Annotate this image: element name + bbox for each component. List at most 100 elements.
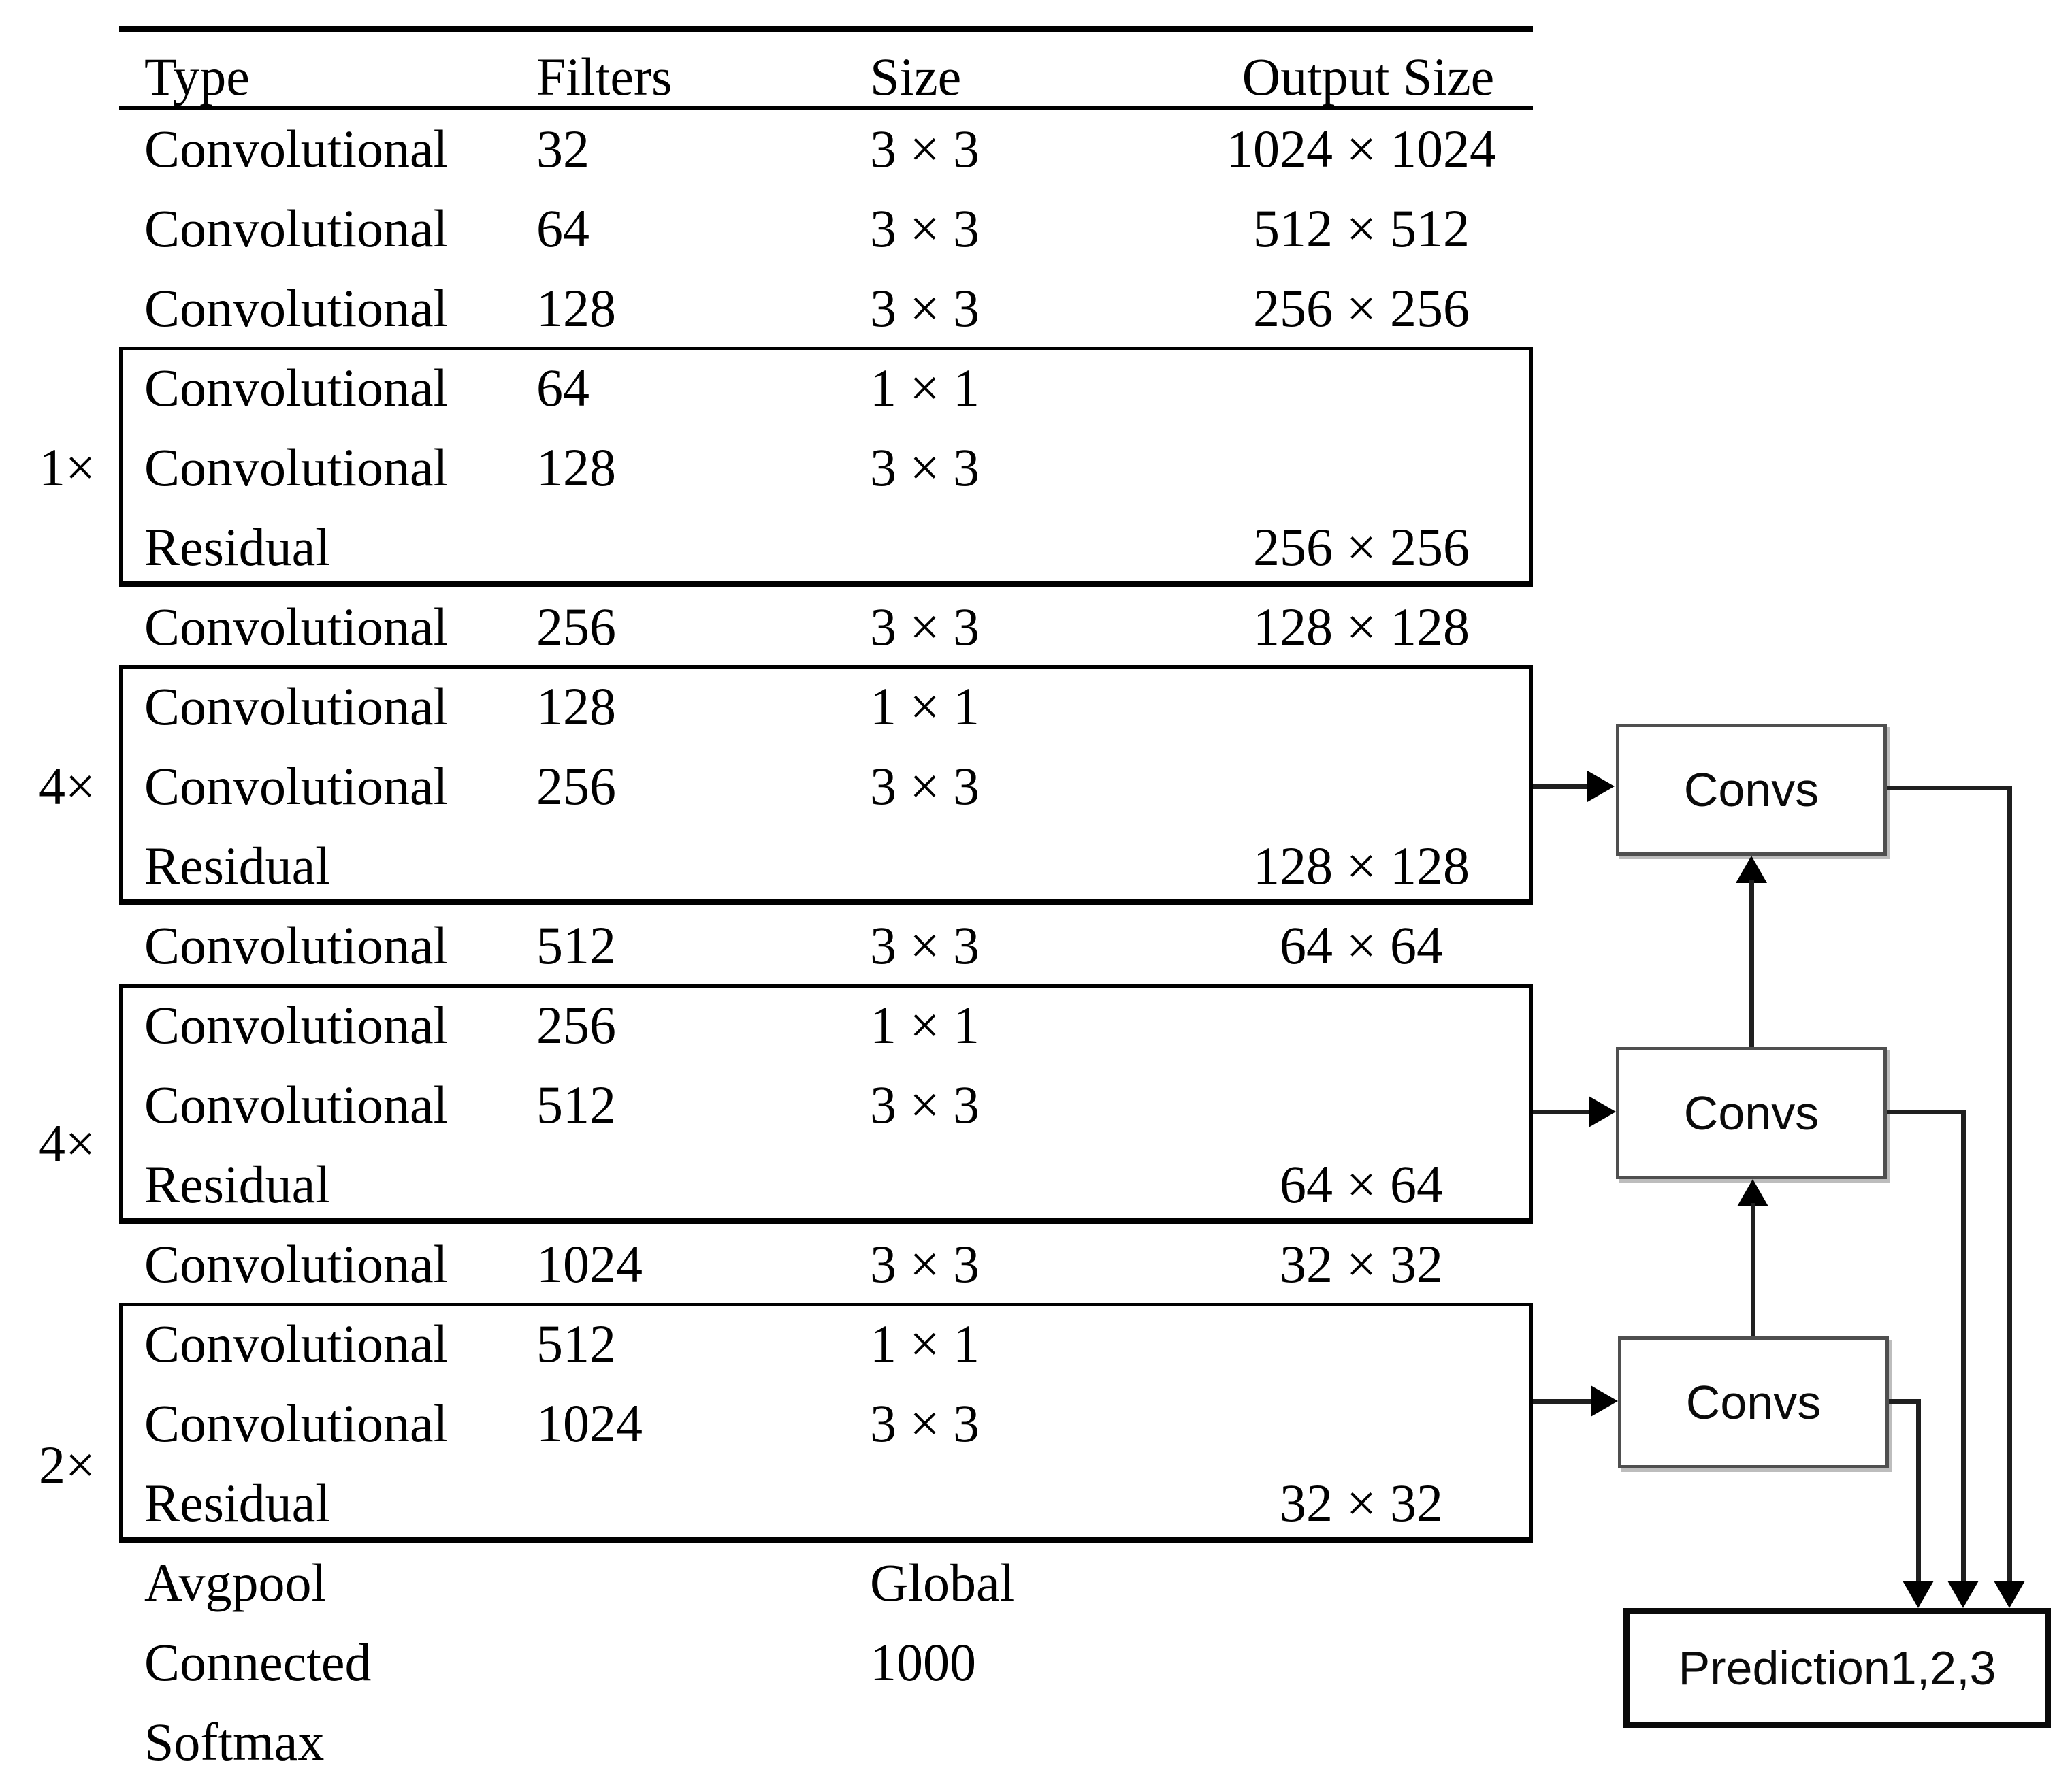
- cell-type: Residual: [144, 1155, 330, 1214]
- cell-type: Convolutional: [144, 916, 449, 975]
- cell-size: Global: [870, 1553, 1015, 1612]
- cell-type: Residual: [144, 836, 330, 895]
- cell-filters: 256: [536, 995, 616, 1055]
- arrowhead-up-icon: [1736, 856, 1767, 883]
- column-header-size: Size: [870, 47, 962, 106]
- cell-type: Connected: [144, 1633, 372, 1692]
- connector-convs2-out-v: [1961, 1110, 1966, 1581]
- table-row: Residual 32 × 32: [0, 1463, 1538, 1543]
- cell-type: Convolutional: [144, 1314, 449, 1373]
- convs-box-1: Convs: [1616, 724, 1887, 856]
- table-row: Convolutional 512 1 × 1: [0, 1304, 1538, 1383]
- table-row: Convolutional 1024 3 × 3: [0, 1383, 1538, 1463]
- cell-output-times: ×: [1346, 916, 1376, 975]
- cell-filters: 128: [536, 438, 616, 497]
- cell-size: 3 × 3: [870, 1394, 980, 1453]
- cell-output-times: ×: [1346, 517, 1376, 577]
- cell-size: 1 × 1: [870, 677, 980, 736]
- cell-type: Convolutional: [144, 119, 449, 178]
- table-row: Convolutional 256 3 × 3 128 × 128: [0, 587, 1538, 666]
- repeat-label-2x: 2×: [39, 1435, 95, 1494]
- cell-output-right: 64: [1390, 1155, 1443, 1214]
- cell-filters: 1024: [536, 1394, 643, 1453]
- arrowhead-right-icon: [1587, 771, 1615, 802]
- cell-output-left: 32: [1280, 1234, 1333, 1294]
- cell-filters: 512: [536, 1075, 616, 1134]
- cell-output-left: 256: [1253, 517, 1333, 577]
- cell-output-left: 64: [1280, 1155, 1333, 1214]
- connector-convs3-out-v: [1916, 1399, 1921, 1581]
- table-top-rule: [119, 26, 1533, 32]
- cell-size: 3 × 3: [870, 597, 980, 656]
- column-header-output: Output Size: [1242, 47, 1495, 106]
- table-row: Convolutional 64 1 × 1: [0, 348, 1538, 428]
- cell-type: Convolutional: [144, 1234, 449, 1294]
- connector-convs3-out-h: [1889, 1399, 1918, 1404]
- section-box-2x: [119, 1303, 1533, 1543]
- arrowhead-up-icon: [1737, 1179, 1768, 1206]
- cell-type: Residual: [144, 1473, 330, 1532]
- cell-size: 1 × 1: [870, 995, 980, 1055]
- cell-output-left: 64: [1280, 916, 1333, 975]
- cell-size: 3 × 3: [870, 278, 980, 338]
- table-row: Avgpool Global: [0, 1543, 1538, 1622]
- convs-box-1-label: Convs: [1683, 763, 1819, 816]
- section-box-4x-b: [119, 984, 1533, 1224]
- arrowhead-right-icon: [1591, 1385, 1618, 1417]
- cell-size: 1000: [870, 1633, 976, 1692]
- cell-size: 3 × 3: [870, 438, 980, 497]
- cell-output-right: 32: [1390, 1473, 1443, 1532]
- cell-output-right: 512: [1390, 199, 1470, 258]
- cell-output-right: 128: [1390, 597, 1470, 656]
- cell-size: 3 × 3: [870, 199, 980, 258]
- table-header-rule: [119, 106, 1533, 110]
- repeat-label-4x-b: 4×: [39, 1114, 95, 1173]
- table-row: Convolutional 128 3 × 3: [0, 428, 1538, 507]
- arrowhead-right-icon: [1589, 1096, 1616, 1127]
- cell-output-times: ×: [1346, 836, 1376, 895]
- table-row: Convolutional 256 1 × 1: [0, 985, 1538, 1065]
- table-row: Convolutional 128 3 × 3 256 × 256: [0, 268, 1538, 348]
- cell-type: Convolutional: [144, 677, 449, 736]
- table-row: Connected 1000: [0, 1622, 1538, 1702]
- convs-box-3-label: Convs: [1685, 1376, 1822, 1429]
- cell-output-right: 256: [1390, 517, 1470, 577]
- cell-filters: 128: [536, 677, 616, 736]
- arrowhead-down-icon: [1903, 1581, 1934, 1608]
- cell-type: Convolutional: [144, 358, 449, 417]
- cell-size: 3 × 3: [870, 1234, 980, 1294]
- repeat-label-4x-a: 4×: [39, 756, 95, 816]
- column-header-type: Type: [144, 47, 250, 106]
- table-row: Residual 64 × 64: [0, 1144, 1538, 1224]
- cell-type: Convolutional: [144, 278, 449, 338]
- cell-output-times: ×: [1346, 119, 1376, 178]
- connector-convs2-to-convs1: [1749, 880, 1754, 1047]
- convs-box-2-label: Convs: [1683, 1087, 1819, 1140]
- section-box-1x: [119, 347, 1533, 587]
- cell-output-right: 128: [1390, 836, 1470, 895]
- arrowhead-down-icon: [1947, 1581, 1979, 1608]
- cell-filters: 64: [536, 199, 589, 258]
- section-box-4x-a: [119, 665, 1533, 905]
- cell-type: Convolutional: [144, 756, 449, 816]
- cell-type: Convolutional: [144, 995, 449, 1055]
- connector-convs1-out-h: [1887, 786, 2009, 790]
- convs-box-2: Convs: [1616, 1047, 1887, 1179]
- table-row: Convolutional 512 3 × 3 64 × 64: [0, 905, 1538, 985]
- cell-output-left: 1024: [1227, 119, 1333, 178]
- cell-output-left: 512: [1253, 199, 1333, 258]
- connector-convs3-to-convs2: [1751, 1203, 1755, 1336]
- cell-output-right: 32: [1390, 1234, 1443, 1294]
- connector-table-to-convs1: [1533, 784, 1590, 789]
- cell-type: Avgpool: [144, 1553, 327, 1612]
- connector-table-to-convs3: [1533, 1399, 1593, 1404]
- cell-type: Convolutional: [144, 438, 449, 497]
- table-row: Convolutional 64 3 × 3 512 × 512: [0, 189, 1538, 268]
- cell-type: Residual: [144, 517, 330, 577]
- table-row: Convolutional 1024 3 × 3 32 × 32: [0, 1224, 1538, 1304]
- arrowhead-down-icon: [1994, 1581, 2025, 1608]
- cell-output-left: 128: [1253, 836, 1333, 895]
- cell-output-right: 1024: [1390, 119, 1496, 178]
- prediction-label: Prediction1,2,3: [1678, 1641, 1996, 1694]
